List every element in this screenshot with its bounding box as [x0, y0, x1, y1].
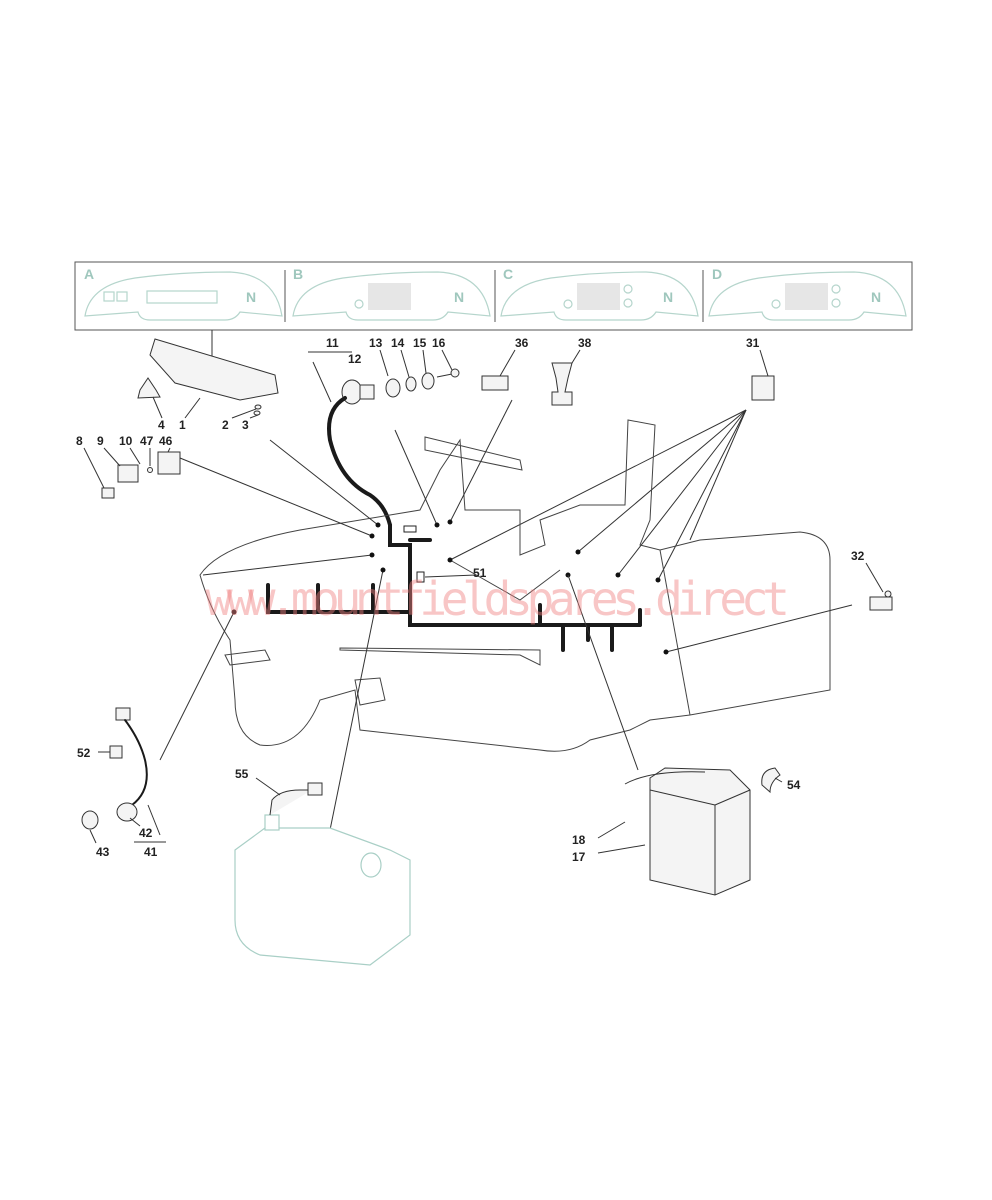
- part-label-42[interactable]: 42: [139, 826, 153, 840]
- part-label-15[interactable]: 15: [413, 336, 427, 350]
- part-label-12[interactable]: 12: [348, 352, 362, 366]
- part-label-36[interactable]: 36: [515, 336, 529, 350]
- battery-part: [597, 767, 783, 896]
- relay-fuse-parts: [83, 447, 181, 499]
- part-label-41[interactable]: 41: [144, 845, 158, 859]
- part-label-14[interactable]: 14: [391, 336, 405, 350]
- part-label-18[interactable]: 18: [572, 833, 586, 847]
- part-label-8[interactable]: 8: [76, 434, 83, 448]
- part-label-10[interactable]: 10: [119, 434, 133, 448]
- variant-b: B N: [292, 266, 491, 321]
- neutral-indicator: N: [871, 289, 881, 305]
- part-label-31[interactable]: 31: [746, 336, 760, 350]
- watermark: www.mountfieldspares.direct: [205, 572, 790, 626]
- part-label-11[interactable]: 11: [326, 336, 339, 350]
- variant-a: A N: [84, 266, 283, 321]
- variant-c: C N: [500, 266, 699, 321]
- variant-label-b: B: [293, 266, 303, 282]
- variant-label-a: A: [84, 266, 94, 282]
- part-label-52[interactable]: 52: [77, 746, 91, 760]
- part-label-4[interactable]: 4: [158, 418, 165, 432]
- neutral-indicator: N: [246, 289, 256, 305]
- part-label-16[interactable]: 16: [432, 336, 446, 350]
- variant-label-d: D: [712, 266, 722, 282]
- variant-d: D N: [708, 266, 907, 321]
- part-label-1[interactable]: 1: [179, 418, 186, 432]
- neutral-indicator: N: [663, 289, 673, 305]
- seat-switch-part: [865, 562, 893, 611]
- light-assembly-part: [81, 707, 166, 844]
- part-label-2[interactable]: 2: [222, 418, 229, 432]
- part-label-32[interactable]: 32: [851, 549, 865, 563]
- part-label-9[interactable]: 9: [97, 434, 104, 448]
- part-label-13[interactable]: 13: [369, 336, 383, 350]
- dashboard-console-part: [137, 338, 279, 419]
- variant-label-c: C: [503, 266, 513, 282]
- part-label-54[interactable]: 54: [787, 778, 801, 792]
- dashboard-variants-panel: A N B N C N D N: [74, 261, 913, 364]
- part-label-47[interactable]: 47: [140, 434, 154, 448]
- part-label-38[interactable]: 38: [578, 336, 592, 350]
- wiring-harness: [266, 523, 642, 652]
- part-label-55[interactable]: 55: [235, 767, 249, 781]
- part-label-43[interactable]: 43: [96, 845, 110, 859]
- part-number-labels: 11 12 13 14 15 16 36 38 31 4 1 2 3 8 9 1…: [76, 336, 865, 864]
- fuel-tank-part: [234, 777, 411, 966]
- neutral-indicator: N: [454, 289, 464, 305]
- leader-lines: [159, 399, 853, 831]
- part-label-17[interactable]: 17: [572, 850, 586, 864]
- part-label-51[interactable]: 51: [473, 566, 487, 580]
- ignition-switch-parts: [308, 349, 460, 527]
- switch-parts: [449, 349, 775, 581]
- part-label-3[interactable]: 3: [242, 418, 249, 432]
- part-label-46[interactable]: 46: [159, 434, 173, 448]
- tractor-outline: [199, 419, 831, 752]
